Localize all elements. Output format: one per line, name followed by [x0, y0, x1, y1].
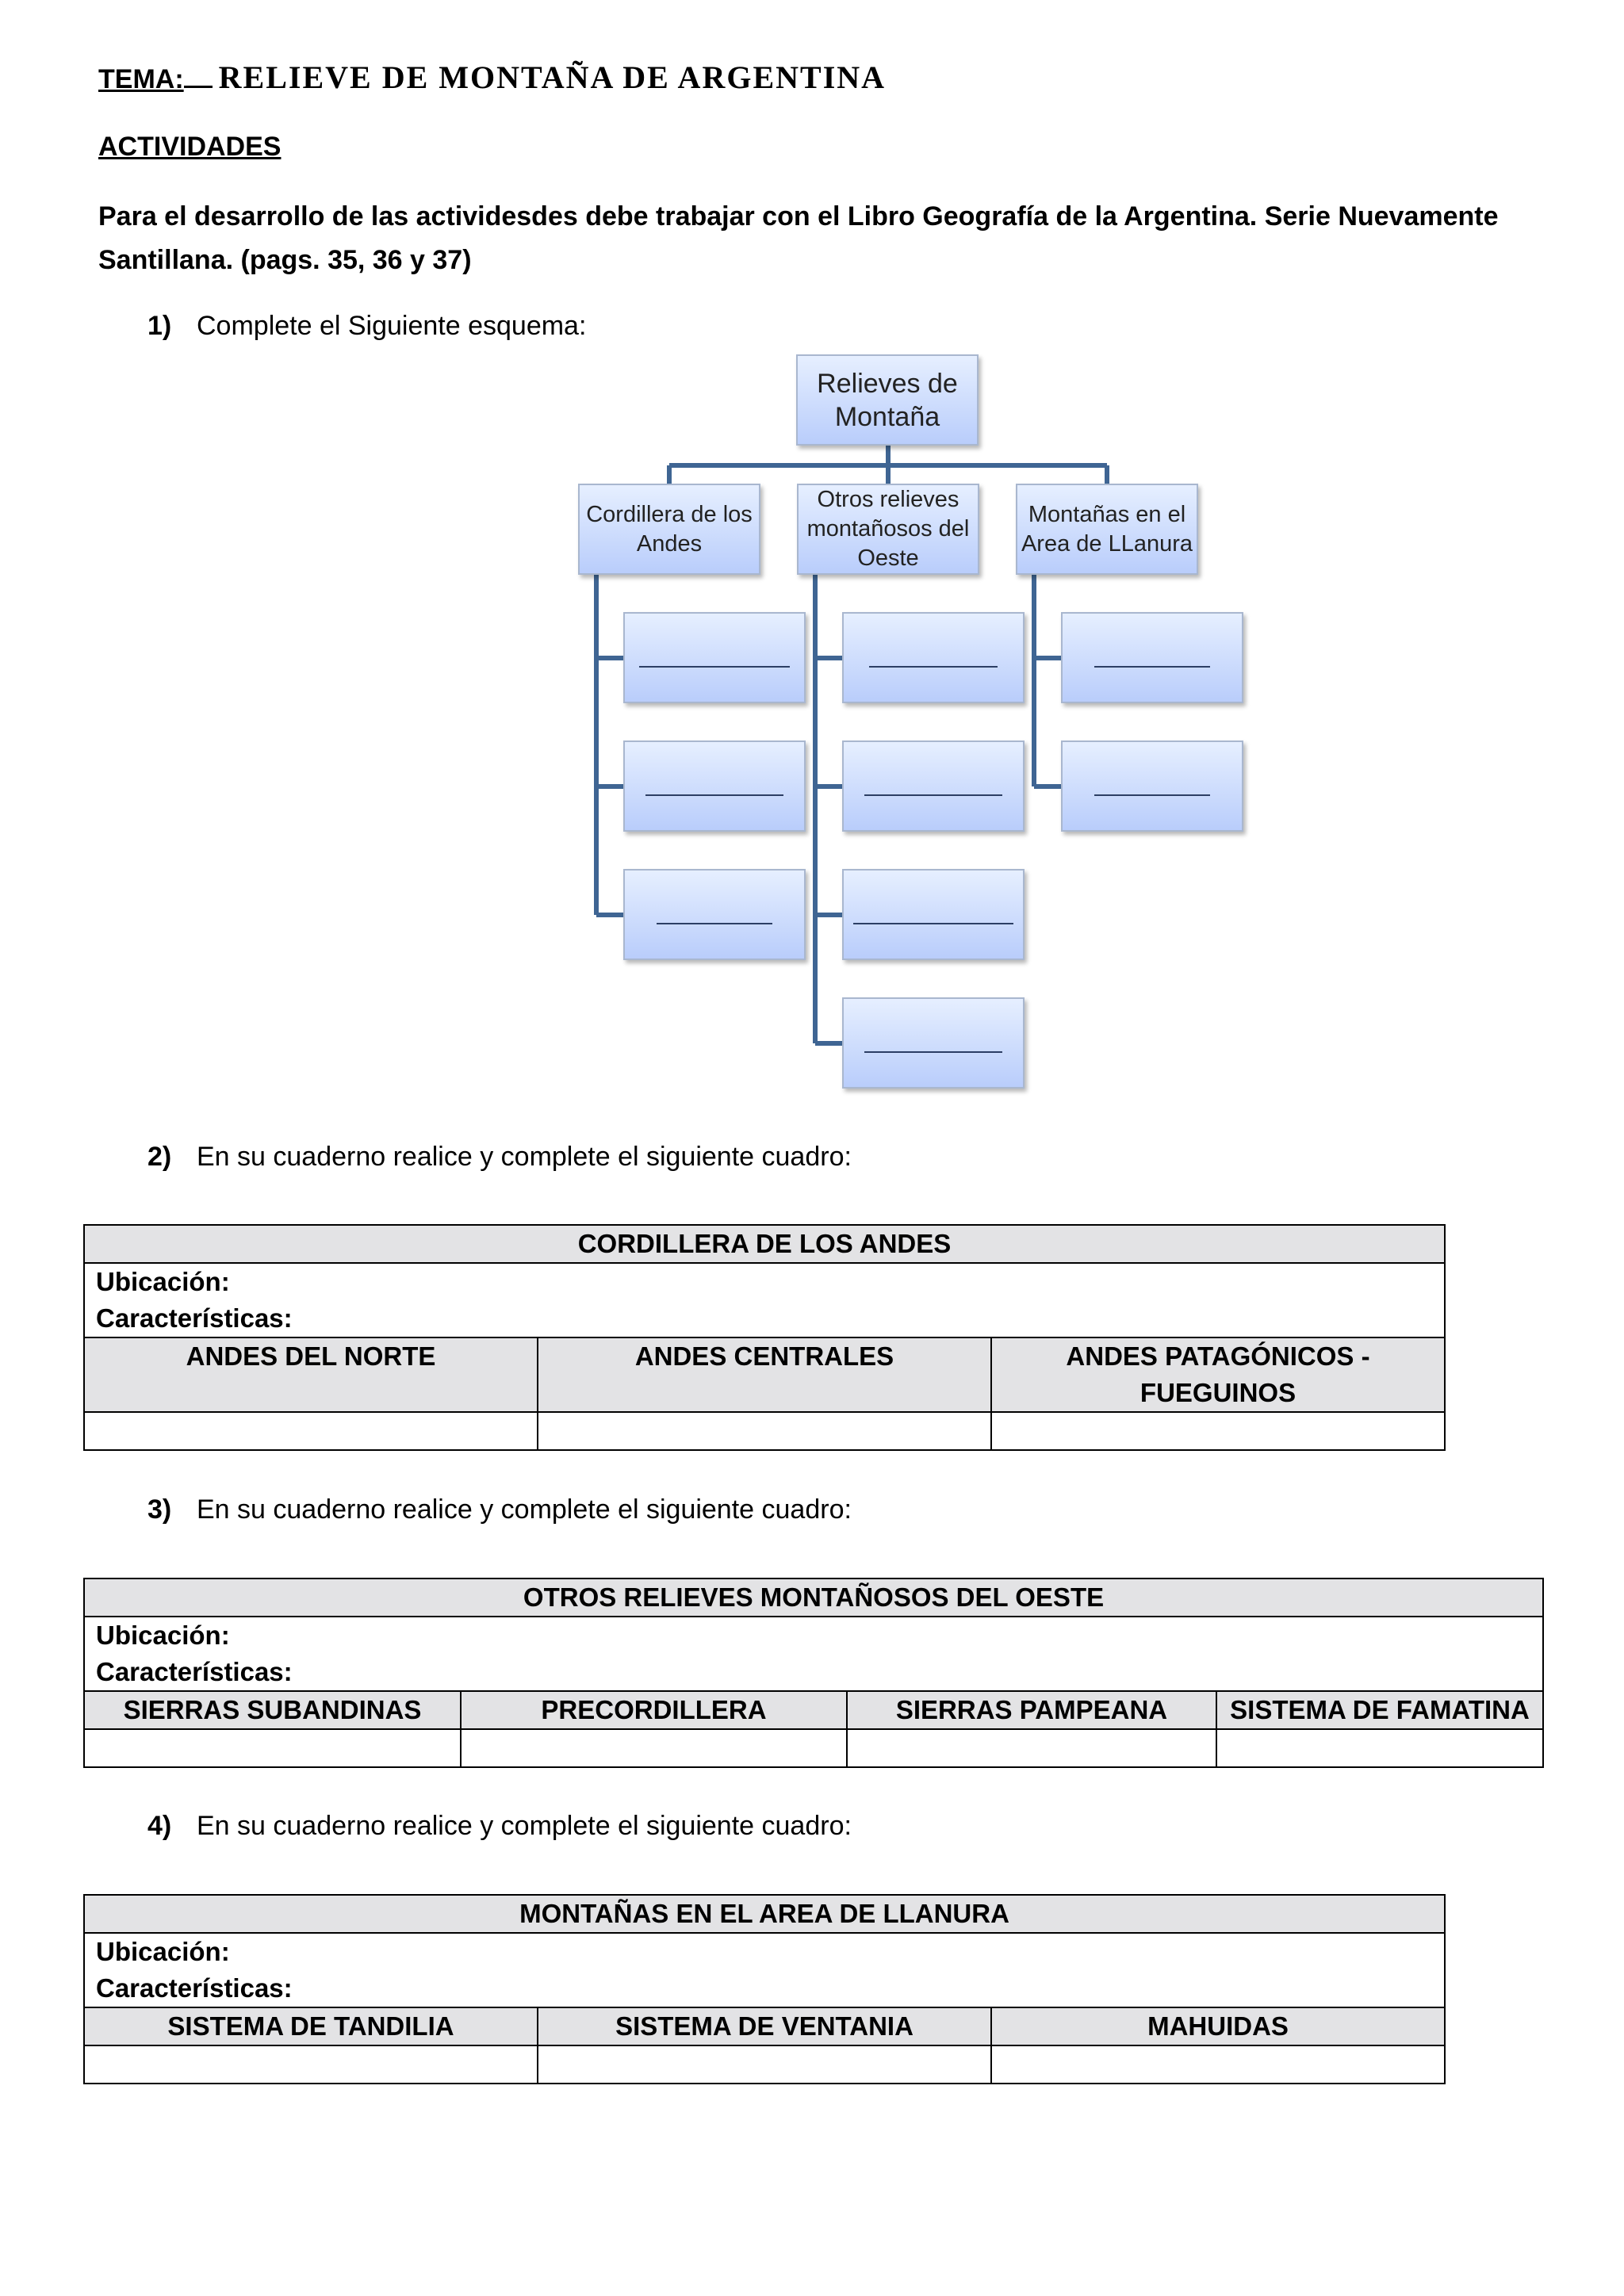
caracteristicas-label: Características: [96, 1657, 293, 1686]
answer-cell[interactable] [460, 1728, 848, 1768]
question-number: 1) [147, 311, 172, 341]
question-4: 4) En su cuaderno realice y complete el s… [147, 1811, 852, 1842]
question-number: 4) [147, 1811, 172, 1841]
table-otros-relieves: OTROS RELIEVES MONTAÑOSOS DEL OESTE Ubic… [82, 1578, 1545, 1768]
blank-box[interactable] [842, 997, 1025, 1089]
table-title: CORDILLERA DE LOS ANDES [83, 1224, 1446, 1264]
blank-line [853, 923, 1013, 924]
blank-box[interactable] [623, 869, 806, 960]
blank-box[interactable] [623, 612, 806, 703]
info-cell: Ubicación: Características: [83, 1262, 1446, 1338]
question-2: 2) En su cuaderno realice y complete el s… [147, 1142, 852, 1173]
caracteristicas-label: Características: [96, 1303, 293, 1333]
node-root: Relieves de Montaña [796, 354, 979, 446]
table-title: MONTAÑAS EN EL AREA DE LLANURA [82, 1894, 1446, 1934]
table-cordillera-andes: CORDILLERA DE LOS ANDES Ubicación: Caract… [83, 1224, 1446, 1451]
blank-box[interactable] [842, 869, 1025, 960]
blank-line [1094, 666, 1210, 668]
blank-box[interactable] [842, 740, 1025, 832]
answer-cell[interactable] [990, 2045, 1446, 2084]
table-montanas-llanura: MONTAÑAS EN EL AREA DE LLANURA Ubicación… [82, 1894, 1446, 2084]
question-text: En su cuaderno realice y complete el sig… [197, 1494, 852, 1525]
question-text: En su cuaderno realice y complete el sig… [197, 1811, 852, 1841]
blank-box[interactable] [623, 740, 806, 832]
info-cell: Ubicación: Características: [82, 1616, 1545, 1692]
column-header: MAHUIDAS [990, 2007, 1446, 2046]
diagram-connectors [594, 446, 1109, 1046]
column-header: SISTEMA DE FAMATINA [1215, 1690, 1545, 1730]
column-header: ANDES CENTRALES [537, 1337, 992, 1413]
node-cordillera-andes: Cordillera de los Andes [578, 484, 760, 575]
question-number: 3) [147, 1494, 172, 1525]
caracteristicas-label: Características: [96, 1973, 293, 2003]
answer-cell[interactable] [537, 2045, 992, 2084]
table-title: OTROS RELIEVES MONTAÑOSOS DEL OESTE [82, 1578, 1545, 1617]
question-1: 1) Complete el Siguiente esquema: [147, 311, 586, 342]
blank-line [657, 923, 772, 924]
answer-cell[interactable] [846, 1728, 1217, 1768]
blank-line [864, 794, 1002, 796]
blank-line [869, 666, 998, 668]
actividades-heading: ACTIVIDADES [98, 132, 282, 162]
ubicacion-label: Ubicación: [96, 1937, 230, 1966]
column-header: SIERRAS PAMPEANA [846, 1690, 1217, 1730]
blank-box[interactable] [842, 612, 1025, 703]
column-header: PRECORDILLERA [460, 1690, 848, 1730]
intro-paragraph: Para el desarrollo de las actividesdes d… [98, 201, 1499, 275]
ubicacion-label: Ubicación: [96, 1621, 230, 1650]
column-header: ANDES DEL NORTE [83, 1337, 538, 1413]
page-title: RELIEVE DE MONTAÑA DE ARGENTINA [218, 59, 887, 95]
blank-line [864, 1051, 1002, 1053]
answer-cell[interactable] [83, 1411, 538, 1451]
question-text: Complete el Siguiente esquema: [197, 311, 587, 341]
answer-cell[interactable] [83, 2045, 538, 2084]
answer-cell[interactable] [1215, 1728, 1545, 1768]
question-3: 3) En su cuaderno realice y complete el s… [147, 1494, 852, 1525]
blank-line [645, 794, 783, 796]
question-text: En su cuaderno realice y complete el sig… [197, 1142, 852, 1172]
column-header: SISTEMA DE TANDILIA [83, 2007, 538, 2046]
tema-underline [183, 65, 213, 88]
node-montanas-llanura: Montañas en el Area de LLanura [1016, 484, 1198, 575]
answer-cell[interactable] [990, 1411, 1446, 1451]
blank-line [639, 666, 790, 668]
page-title-line: TEMA: RELIEVE DE MONTAÑA DE ARGENTINA [98, 59, 886, 96]
node-otros-relieves: Otros relieves montañosos del Oeste [797, 484, 979, 575]
column-header: SIERRAS SUBANDINAS [83, 1690, 462, 1730]
question-number: 2) [147, 1142, 172, 1172]
blank-box[interactable] [1061, 740, 1243, 832]
column-header: SISTEMA DE VENTANIA [537, 2007, 992, 2046]
answer-cell[interactable] [537, 1411, 992, 1451]
column-header: ANDES PATAGÓNICOS - FUEGUINOS [990, 1337, 1446, 1413]
answer-cell[interactable] [83, 1728, 462, 1768]
blank-box[interactable] [1061, 612, 1243, 703]
tema-label: TEMA: [98, 64, 184, 94]
info-cell: Ubicación: Características: [82, 1932, 1446, 2008]
blank-line [1094, 794, 1210, 796]
ubicacion-label: Ubicación: [96, 1267, 230, 1296]
